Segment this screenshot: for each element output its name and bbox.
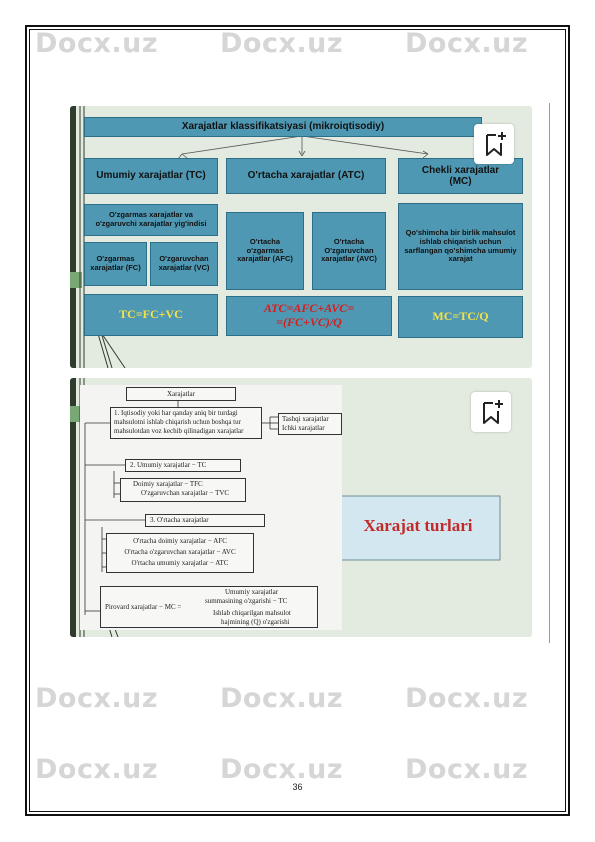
total-cost-header: Umumiy xarajatlar (TC)	[84, 158, 218, 194]
variable-cost-box: O'zgaruvchan xarajatlar (VC)	[150, 242, 218, 286]
watermark: Docx.uz	[35, 28, 159, 59]
watermark: Docx.uz	[220, 754, 344, 785]
tvc-label: O'zgaruvchan xarajatlar − TVC	[141, 488, 230, 497]
watermark: Docx.uz	[405, 28, 529, 59]
external-cost-label: Tashqi xarajatlar	[282, 415, 329, 423]
page-number: 36	[292, 782, 303, 792]
average-cost-formula-line1: ATC=AFC+AVC=	[263, 301, 355, 316]
page-border-inner	[29, 29, 566, 812]
bookmark-add-button[interactable]	[471, 392, 511, 432]
avc-box: O'rtacha O'zgaruvchan xarajatlar (AVC)	[312, 212, 386, 290]
external-internal-node: Tashqi xarajatlar Ichki xarajatlar	[278, 413, 342, 435]
watermark: Docx.uz	[220, 28, 344, 59]
total-cost-children: Doimiy xarajatlar − TFC O'zgaruvchan xar…	[120, 478, 246, 502]
slide-title: Xarajatlar klassifikatsiyasi (mikroiqtis…	[84, 117, 482, 137]
slide-tab	[70, 406, 82, 422]
average-cost-children: O'rtacha doimiy xarajatlar − AFC O'rtach…	[106, 533, 254, 573]
bookmark-add-icon	[486, 132, 506, 156]
watermark: Docx.uz	[405, 683, 529, 714]
numerator-line2: summasining o'zgarishi − TC	[205, 597, 288, 605]
watermark: Docx.uz	[35, 754, 159, 785]
slide-edge	[70, 106, 76, 368]
numerator-line1: Umumiy xarajatlar	[225, 588, 279, 596]
marginal-cost-formula: MC=TC/Q	[432, 309, 489, 324]
total-cost-formula-box: TC=FC+VC	[84, 294, 218, 336]
slide-tab	[70, 272, 82, 288]
watermark: Docx.uz	[405, 754, 529, 785]
marginal-cost-definition: Qo'shimcha bir birlik mahsulot ishlab ch…	[398, 203, 523, 290]
denominator-line1: Ishlab chiqarilgan mahsulot	[213, 609, 291, 617]
bookmark-add-button[interactable]	[474, 124, 514, 164]
average-cost-formula-line2: =(FC+VC)/Q	[276, 315, 342, 329]
slide-cost-classification: Xarajatlar klassifikatsiyasi (mikroiqtis…	[70, 106, 532, 368]
total-cost-definition: O'zgarmas xarajatlar va o'zgaruvchi xara…	[84, 204, 218, 236]
marginal-cost-node: Pirovard xarajatlar − MC = Umumiy xaraja…	[100, 586, 318, 628]
page-border-outer	[25, 25, 570, 816]
average-cost-header: O'rtacha xarajatlar (ATC)	[226, 158, 386, 194]
cost-types-diagram: Xarajatlar 1. Iqtisodiy yoki har qanday …	[80, 385, 342, 630]
marginal-cost-formula-box: MC=TC/Q	[398, 296, 523, 338]
cost-types-banner: Xarajat turlari	[363, 516, 473, 535]
root-node: Xarajatlar	[126, 387, 236, 401]
marginal-cost-label: Pirovard xarajatlar − MC =	[105, 603, 182, 611]
afc-box: O'rtacha o'zgarmas xarajatlar (AFC)	[226, 212, 304, 290]
slide-edge	[70, 378, 76, 637]
bookmark-add-icon	[483, 400, 503, 424]
average-cost-formula-box: ATC=AFC+AVC= =(FC+VC)/Q	[226, 296, 392, 336]
denominator-line2: hajmining (Q) o'zgarishi	[221, 618, 290, 626]
margin-line	[549, 103, 550, 643]
avc-label: O'rtacha o'zgaruvchan xarajatlar − AVC	[124, 548, 236, 557]
internal-cost-label: Ichki xarajatlar	[282, 423, 325, 432]
total-cost-formula: TC=FC+VC	[119, 307, 183, 322]
average-cost-node: 3. O'rtacha xarajatlar	[145, 514, 265, 527]
tfc-label: Doimiy xarajatlar − TFC	[133, 480, 203, 488]
watermark: Docx.uz	[220, 683, 344, 714]
marginal-cost-header: Chekli xarajatlar (MC)	[398, 158, 523, 194]
total-cost-node: 2. Umumiy xarajatlar − TC	[125, 459, 241, 472]
opportunity-cost-node: 1. Iqtisodiy yoki har qanday aniq bir tu…	[110, 407, 262, 439]
fixed-cost-box: O'zgarmas xarajatlar (FC)	[84, 242, 147, 286]
watermark: Docx.uz	[35, 683, 159, 714]
atc-label: O'rtacha umumiy xarajatlar − ATC	[131, 559, 229, 568]
afc-label: O'rtacha doimiy xarajatlar − AFC	[133, 537, 227, 545]
